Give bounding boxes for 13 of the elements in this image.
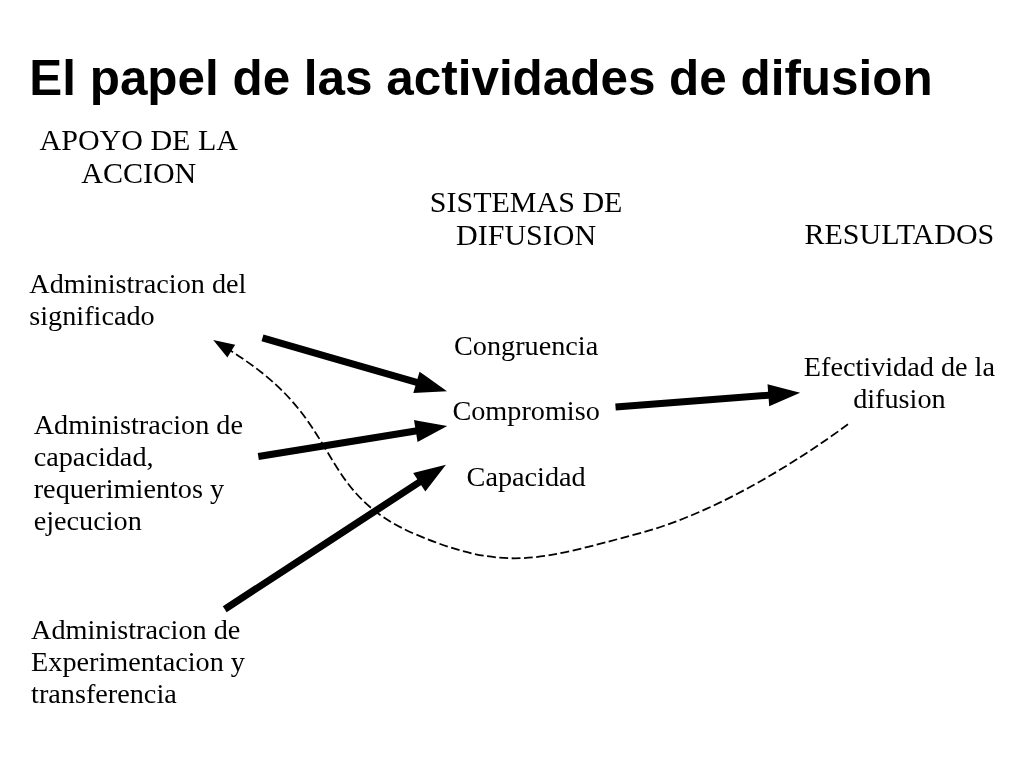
diagram-title: El papel de las actividades de difusion bbox=[29, 49, 933, 105]
node-text: Congruencia Compromiso Capacidad bbox=[452, 329, 600, 492]
label: SISTEMAS DE DIFUSION bbox=[429, 184, 623, 251]
arrow bbox=[261, 333, 448, 393]
label: RESULTADOS bbox=[804, 216, 995, 250]
arrow bbox=[222, 464, 446, 612]
node-text: Efectividad de la difusion bbox=[803, 350, 995, 414]
node-text: Administracion del significado bbox=[29, 267, 247, 331]
arrow bbox=[213, 339, 849, 559]
label: APOYO DE LA ACCION bbox=[39, 122, 238, 189]
node-text: Administracion de capacidad, requerimientos y ejecucion bbox=[33, 408, 243, 536]
node-text: Administracion de Experimentacion y transferencia bbox=[31, 613, 245, 709]
arrow bbox=[257, 419, 448, 460]
